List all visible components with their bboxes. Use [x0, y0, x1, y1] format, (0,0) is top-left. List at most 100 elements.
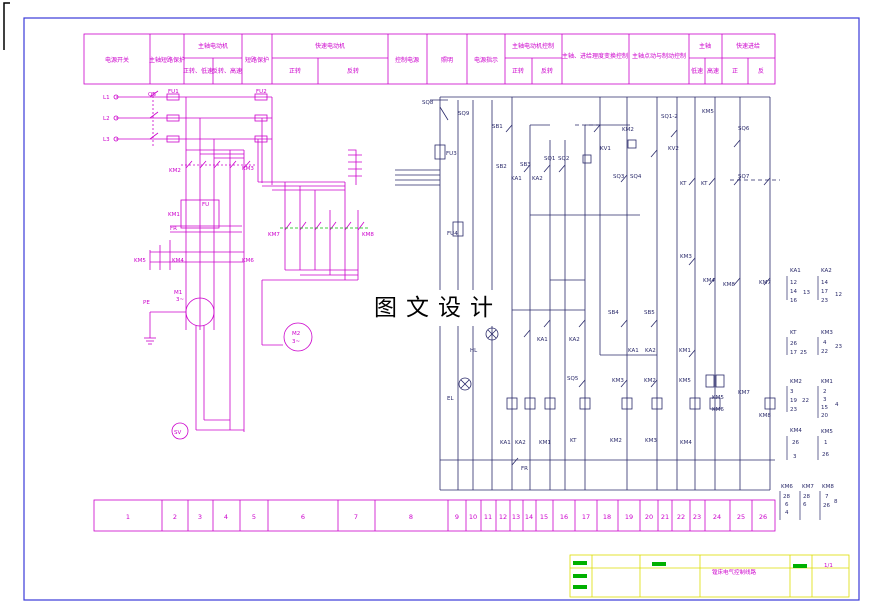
- title-block-marks: [573, 561, 807, 589]
- ctl-km3-b: KM3: [612, 378, 624, 384]
- ctl-sq5: SQ5: [567, 376, 579, 382]
- ct-km1-right: 4: [835, 402, 839, 408]
- label-fu2: FU2: [256, 89, 267, 95]
- col-5: 5: [252, 513, 256, 521]
- ct-km8-right: 8: [834, 499, 838, 505]
- ct-ka1-right: 13: [803, 290, 810, 296]
- column-strip: [93, 499, 776, 532]
- header-spindle-fwd: 正转、低速: [183, 67, 213, 75]
- ctl-sq8: SQ8: [422, 100, 434, 106]
- col-12: 12: [499, 513, 507, 521]
- col-4: 4: [224, 513, 228, 521]
- ct-km8-coil: KM8: [822, 484, 834, 490]
- header-rapid-feed-rev: 反: [758, 67, 764, 75]
- col-23: 23: [693, 513, 701, 521]
- header-spindle-control: 主轴电动机控制: [512, 42, 554, 50]
- header-rapid-fwd: 正转: [289, 67, 301, 75]
- ct-km2-coil: KM2: [790, 379, 802, 385]
- ctl-ka1-a: KA1: [511, 176, 522, 182]
- coil-ka1: KA1: [500, 440, 511, 446]
- ctl-sb3: SB3: [520, 162, 531, 168]
- coil-km5: KM5: [712, 395, 724, 401]
- label-m2: M2: [292, 331, 300, 337]
- ctl-km5-b: KM5: [679, 378, 691, 384]
- col-19: 19: [625, 513, 633, 521]
- ct-km1-v2: 15: [821, 405, 828, 411]
- ct-km6-v2: 4: [785, 510, 789, 516]
- ct-km2-v1: 19: [790, 398, 797, 404]
- ct-km3-right: 23: [835, 344, 842, 350]
- col-21: 21: [661, 513, 669, 521]
- corner-mark: [3, 2, 10, 50]
- ct-km7-v0: 28: [803, 494, 810, 500]
- ct-ka2-v0: 14: [821, 280, 828, 286]
- ctl-kt-a: KT: [680, 181, 687, 187]
- ctl-kv2: KV2: [668, 146, 679, 152]
- ctl-fu4: FU4: [447, 231, 458, 237]
- ctl-ka2-a: KA2: [532, 176, 543, 182]
- header-rapid-motor: 快速电动机: [315, 42, 345, 50]
- ct-km2-v2: 23: [790, 407, 797, 413]
- ct-km3-v0: 4: [823, 340, 827, 346]
- coil-km3: KM3: [645, 438, 657, 444]
- label-fr: FR: [170, 226, 177, 232]
- coil-km4: KM4: [680, 440, 692, 446]
- label-fu: FU: [202, 202, 209, 208]
- col-15: 15: [540, 513, 548, 521]
- ctl-ka2-c: KA2: [645, 348, 656, 354]
- header-rapid-feed-fwd: 正: [732, 68, 738, 75]
- ct-km1-coil: KM1: [821, 379, 833, 385]
- ct-kt-right: 25: [800, 350, 807, 356]
- ct-km3-v1: 22: [821, 349, 828, 355]
- col-11: 11: [484, 513, 492, 521]
- ct-ka1-v0: 12: [790, 280, 797, 286]
- watermark: 图文设计: [366, 290, 510, 326]
- header-spindle-rev: 反转、高速: [212, 67, 242, 75]
- ctl-sq9: SQ9: [458, 111, 470, 117]
- label-km4: KM4: [172, 258, 184, 264]
- ctl-km4-a: KM4: [703, 278, 715, 284]
- col-6: 6: [301, 513, 305, 521]
- col-14: 14: [525, 513, 533, 521]
- ctl-ka1-c: KA1: [628, 348, 639, 354]
- label-km7: KM7: [268, 232, 280, 238]
- sheet-number: 1/1: [824, 563, 833, 569]
- label-m2-phase: 3~: [292, 339, 300, 345]
- ct-km4-coil: KM4: [790, 428, 802, 434]
- label-km8: KM8: [362, 232, 374, 238]
- ct-kt-coil: KT: [790, 330, 797, 336]
- col-1: 1: [126, 513, 130, 521]
- ctl-kv1: KV1: [600, 146, 611, 152]
- ct-ka1-v1: 14: [790, 289, 797, 295]
- label-m1-phase: 3~: [176, 297, 184, 303]
- coil-km7: KM7: [738, 390, 750, 396]
- ctl-sb4: SB4: [608, 310, 619, 316]
- ctl-sb1: SB1: [492, 124, 503, 130]
- power-circuit: [113, 90, 370, 440]
- col-3: 3: [198, 513, 202, 521]
- col-22: 22: [677, 513, 685, 521]
- ctl-sb5: SB5: [644, 310, 655, 316]
- ct-ka1-coil: KA1: [790, 268, 801, 274]
- label-km6: KM6: [242, 258, 254, 264]
- ct-km2-v0: 3: [790, 389, 794, 395]
- coil-km1: KM1: [539, 440, 551, 446]
- ct-km3-coil: KM3: [821, 330, 833, 336]
- line-label-l1: L1: [103, 95, 110, 101]
- col-24: 24: [713, 513, 721, 521]
- header-short-protect: 短路保护: [245, 56, 269, 64]
- header-jog-brake: 主轴点动与制动控制: [632, 52, 686, 60]
- ctl-km3-a: KM3: [680, 254, 692, 260]
- label-m1: M1: [174, 290, 182, 296]
- ctl-el: EL: [447, 396, 454, 402]
- ctl-hl: HL: [470, 348, 478, 354]
- line-label-l2: L2: [103, 116, 110, 122]
- outer-frame: [23, 17, 860, 601]
- ctl-ka2-b: KA2: [569, 337, 580, 343]
- ctl-sq7: SQ7: [738, 174, 750, 180]
- col-13: 13: [512, 513, 520, 521]
- col-8: 8: [409, 513, 413, 521]
- header-control-power: 控制电源: [395, 56, 419, 64]
- label-pe: PE: [143, 300, 150, 306]
